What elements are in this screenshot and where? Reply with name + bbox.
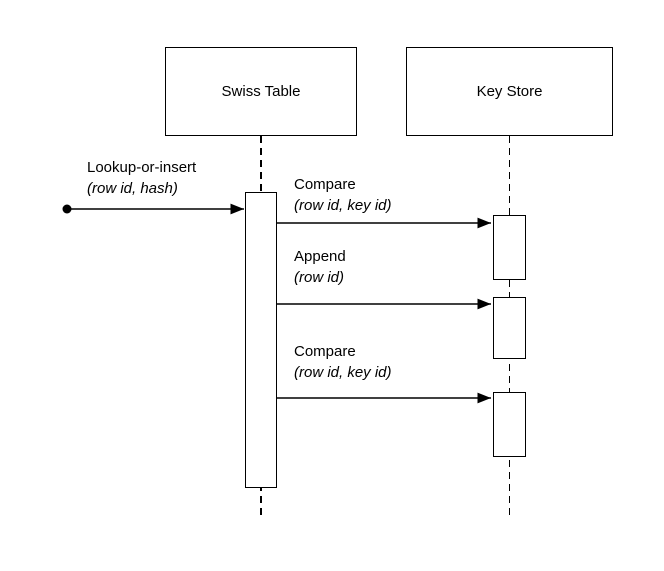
found-message-dot-icon (62, 204, 72, 214)
message-label: Append (294, 248, 346, 265)
activation-bar-key-store-1 (493, 215, 526, 280)
message-params: (row id, key id) (294, 364, 392, 381)
activation-bar-swiss-table (245, 192, 277, 488)
message-compare-2: Compare (row id, key id) (294, 341, 392, 383)
actor-box-key-store: Key Store (406, 47, 613, 136)
activation-bar-key-store-2 (493, 297, 526, 359)
message-lookup-or-insert: Lookup-or-insert (row id, hash) (87, 157, 196, 199)
actor-label-swiss-table: Swiss Table (221, 83, 301, 100)
message-label: Compare (294, 176, 356, 193)
activation-bar-key-store-3 (493, 392, 526, 457)
message-append: Append (row id) (294, 246, 346, 288)
message-params: (row id, hash) (87, 180, 178, 197)
message-params: (row id, key id) (294, 197, 392, 214)
message-label: Lookup-or-insert (87, 159, 197, 176)
message-compare-1: Compare (row id, key id) (294, 174, 392, 216)
actor-box-swiss-table: Swiss Table (165, 47, 357, 136)
actor-label-key-store: Key Store (476, 83, 543, 100)
message-params: (row id) (294, 269, 345, 286)
message-label: Compare (294, 343, 356, 360)
